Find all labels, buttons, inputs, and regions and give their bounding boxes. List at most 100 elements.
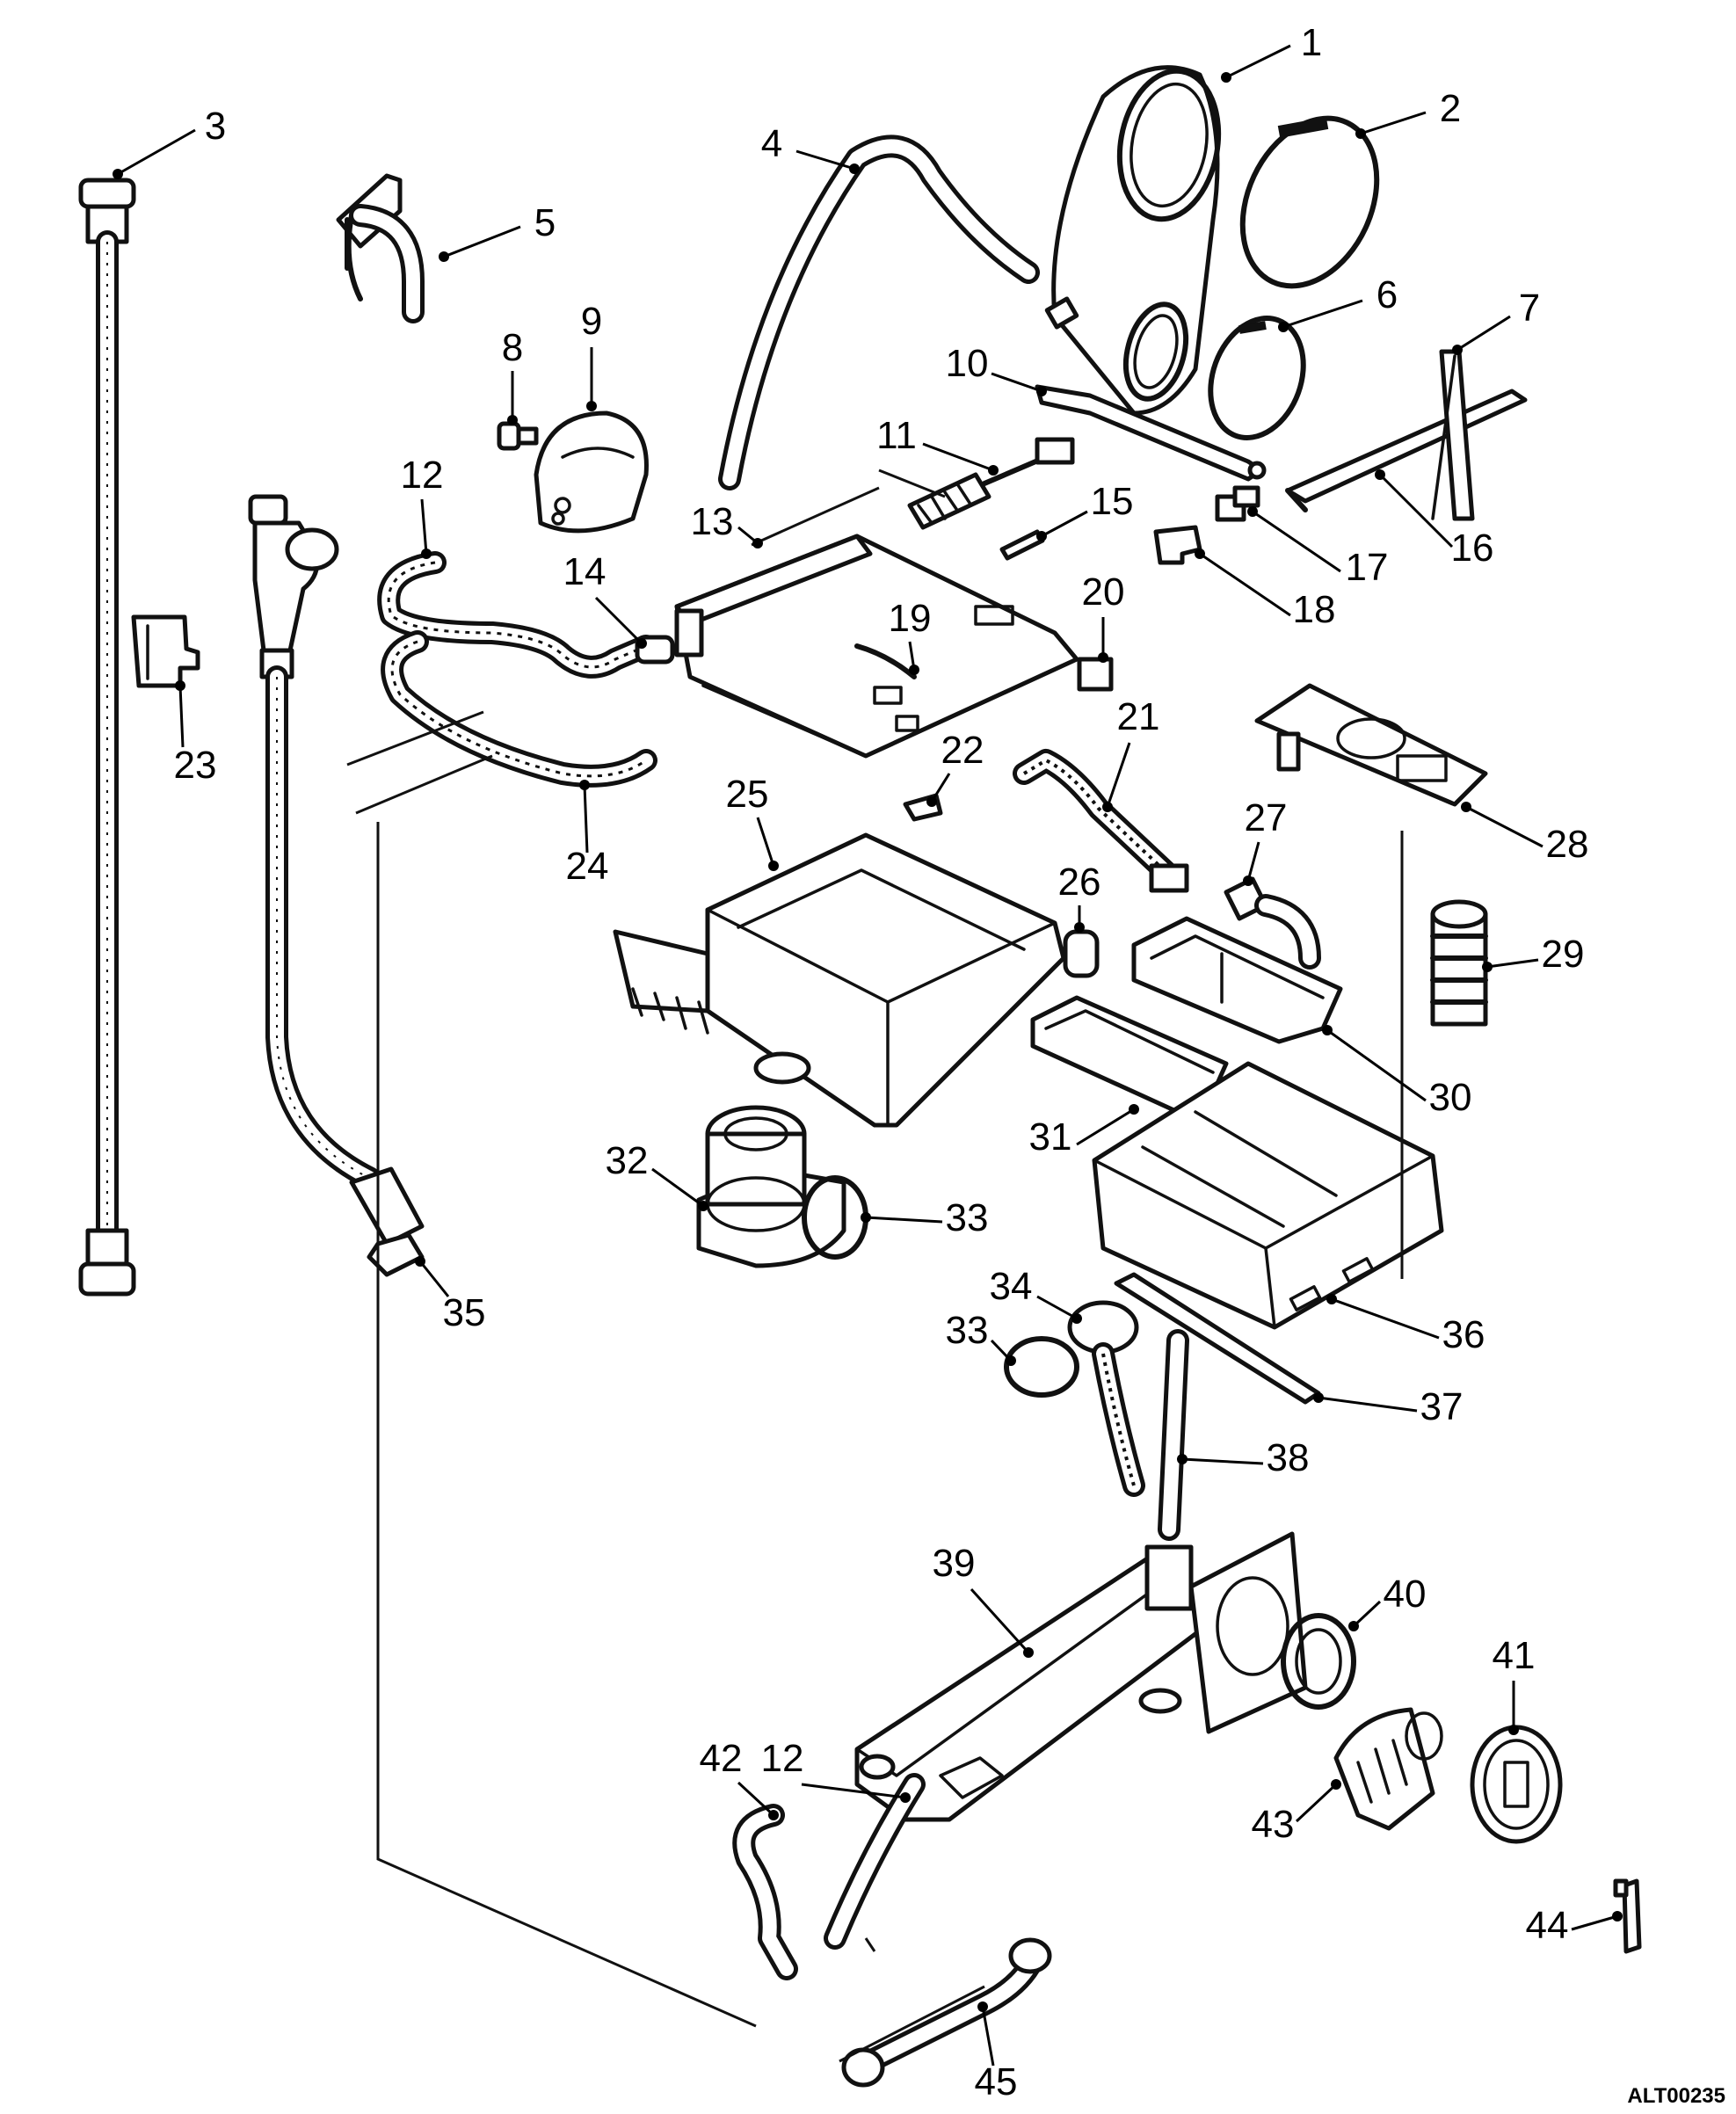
part-12-hose-upper <box>377 551 657 679</box>
callout-leader-line <box>1360 111 1427 135</box>
callout-number: 43 <box>1252 1803 1295 1846</box>
part-5-hose-bracket <box>336 173 425 323</box>
part-33-clamp-lower <box>1004 1336 1079 1398</box>
callout-leader-line <box>1181 1457 1264 1465</box>
callout-dot <box>752 538 763 548</box>
callout-c43: 43 <box>1252 1779 1341 1846</box>
callout-dot <box>636 638 647 649</box>
callout-dot <box>768 861 779 871</box>
callout-c37: 37 <box>1313 1385 1463 1428</box>
callout-number: 34 <box>990 1265 1033 1308</box>
callout-c16: 16 <box>1375 469 1493 570</box>
part-1-housing <box>1044 65 1222 416</box>
callout-number: 18 <box>1293 588 1336 631</box>
callout-c40: 40 <box>1348 1573 1426 1631</box>
part-10-lever <box>1035 384 1267 482</box>
callout-dot <box>1221 72 1231 83</box>
callout-dot <box>1612 1911 1623 1921</box>
callout-dot <box>768 1810 779 1820</box>
callout-c2: 2 <box>1355 87 1461 139</box>
part-38-tube <box>1158 1329 1189 1541</box>
callout-leader-line <box>1036 1295 1078 1320</box>
callout-leader-line <box>795 149 855 171</box>
callout-leader-line <box>801 1783 906 1799</box>
callout-c18: 18 <box>1195 548 1335 631</box>
callout-leader-line <box>922 442 994 472</box>
part-36-drawer <box>1092 1061 1444 1330</box>
callout-dot <box>579 780 590 790</box>
callout-leader-line <box>1246 841 1260 882</box>
callout-leader-line <box>117 128 196 176</box>
callout-dot <box>849 163 860 174</box>
callout-c23: 23 <box>174 680 216 787</box>
callout-dot <box>1508 1725 1519 1735</box>
callout-dot <box>926 796 937 807</box>
callout-c33b: 33 <box>946 1309 1016 1366</box>
callout-dot <box>1098 652 1108 663</box>
part-9-cover <box>534 410 649 534</box>
callout-leader-line <box>1199 552 1291 617</box>
callout-number: 9 <box>581 300 602 343</box>
callout-leader-line <box>1352 1600 1382 1628</box>
callout-number: 19 <box>889 597 932 640</box>
part-40-seal <box>1281 1613 1356 1710</box>
callout-leader-line <box>756 817 775 867</box>
part-42-hose <box>732 1804 798 1980</box>
part-17-bracket <box>1215 485 1260 522</box>
part-18-bracket <box>1153 525 1202 565</box>
callout-c19: 19 <box>889 597 932 675</box>
callout-leader-line <box>1378 473 1454 548</box>
callout-leader-line <box>970 1587 1030 1654</box>
callout-c39: 39 <box>933 1542 1034 1658</box>
callout-leader-line <box>594 596 643 645</box>
callout-number: 17 <box>1346 546 1389 589</box>
callout-c12b: 12 <box>761 1737 911 1803</box>
callout-number: 10 <box>946 342 989 385</box>
callout-leader-line <box>1295 1783 1338 1823</box>
callout-number: 11 <box>876 414 917 457</box>
callout-c29: 29 <box>1482 933 1584 976</box>
callout-c13: 13 <box>691 500 763 548</box>
callout-c34: 34 <box>990 1265 1082 1324</box>
callout-leader-line <box>443 225 521 258</box>
callout-number: 31 <box>1029 1115 1072 1159</box>
callout-c7: 7 <box>1452 287 1540 355</box>
callout-number: 40 <box>1384 1573 1427 1616</box>
part-45-pipe <box>841 1937 1052 2088</box>
callout-leader-line <box>1041 510 1088 538</box>
part-11-solenoid <box>907 437 1075 530</box>
callout-number: 15 <box>1091 480 1134 523</box>
callout-c8: 8 <box>502 326 523 425</box>
part-29-spring <box>1430 899 1488 1027</box>
callout-c25: 25 <box>726 773 779 871</box>
callout-number: 29 <box>1542 933 1585 976</box>
reference-code: ALT00235 <box>1627 2084 1725 2108</box>
callout-number: 30 <box>1429 1076 1472 1119</box>
part-12-hose-small <box>824 1773 926 1950</box>
callout-c45: 45 <box>975 2001 1017 2103</box>
callout-c42: 42 <box>700 1737 779 1820</box>
callout-number: 20 <box>1082 570 1125 614</box>
callout-dot <box>977 2001 988 2012</box>
callout-dot <box>1071 1313 1082 1324</box>
callout-number: 7 <box>1519 287 1540 330</box>
callout-dot <box>1322 1025 1333 1035</box>
callout-dot <box>1129 1104 1139 1115</box>
callout-c11: 11 <box>876 414 999 476</box>
part-41-pump <box>1470 1725 1563 1844</box>
part-2-clamp <box>1239 115 1380 289</box>
callout-dot <box>861 1212 871 1223</box>
callout-number: 24 <box>566 845 609 888</box>
callout-dot <box>1452 345 1463 355</box>
callout-dot <box>698 1201 708 1211</box>
callout-leader-line <box>1331 1297 1440 1340</box>
callout-dot <box>586 401 597 411</box>
part-25-housing <box>613 832 1066 1128</box>
callout-dot <box>1195 548 1205 559</box>
callout-c10: 10 <box>946 342 1047 396</box>
callout-c9: 9 <box>581 300 602 411</box>
callout-leader-line <box>1326 1028 1427 1102</box>
callout-leader-line <box>1571 1914 1618 1931</box>
callout-dot <box>1313 1392 1324 1403</box>
